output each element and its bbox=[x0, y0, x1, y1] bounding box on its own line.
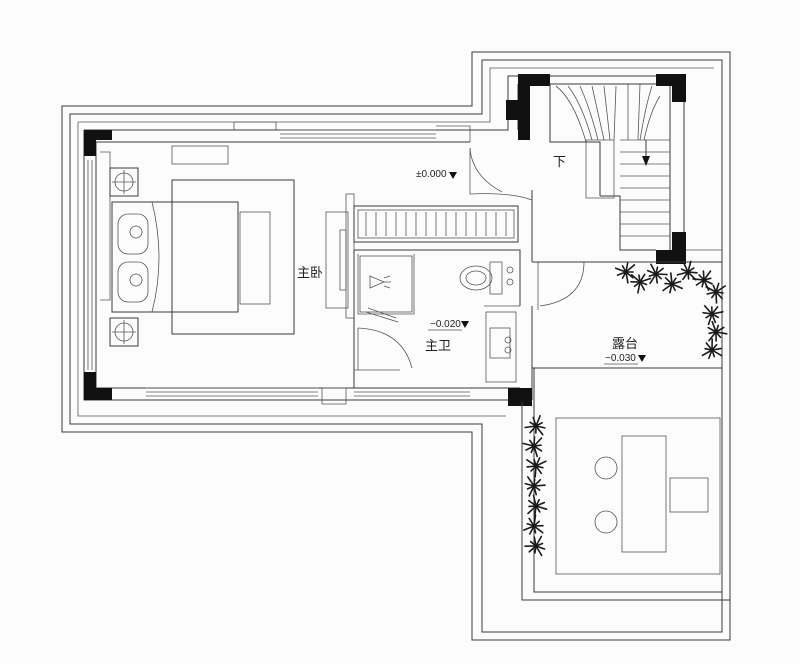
level-label-bath: −0.020 bbox=[430, 319, 461, 330]
stair-direction-label: 下 bbox=[553, 154, 566, 169]
outer-boundary bbox=[61, 51, 731, 641]
plant-icon bbox=[701, 338, 723, 360]
level-label-terrace: −0.030 bbox=[605, 353, 636, 364]
column-bottom-center bbox=[508, 388, 532, 406]
plant-icon bbox=[707, 320, 728, 342]
level-marker-bedroom bbox=[449, 172, 457, 179]
terrace-table-set bbox=[594, 435, 709, 553]
staircase bbox=[549, 83, 670, 251]
column-stair-top-right bbox=[656, 74, 686, 102]
plant-icon bbox=[524, 414, 546, 436]
column-stair-top-left bbox=[518, 74, 550, 140]
plant-icon bbox=[524, 476, 546, 497]
plant-icon bbox=[527, 494, 548, 516]
bed bbox=[111, 201, 239, 313]
plant-icon bbox=[646, 263, 668, 285]
plant-group bbox=[522, 260, 728, 557]
plant-icon bbox=[705, 282, 727, 304]
bedroom-furniture bbox=[109, 145, 355, 347]
wardrobe bbox=[353, 205, 519, 243]
room-label-master-bedroom: 主卧 bbox=[297, 265, 323, 280]
plant-icon bbox=[522, 436, 543, 458]
pillows bbox=[117, 213, 149, 303]
plant-icon bbox=[526, 456, 547, 478]
column-terrace bbox=[506, 100, 518, 120]
building-walls bbox=[83, 75, 685, 406]
column-bottom-left bbox=[84, 372, 112, 400]
column-stair-bottom-right bbox=[656, 232, 686, 264]
room-label-terrace: 露台 bbox=[612, 336, 638, 351]
level-label-bedroom: ±0.000 bbox=[416, 169, 447, 180]
level-marker-bath bbox=[461, 321, 469, 328]
vanity-sink bbox=[485, 311, 517, 383]
level-marker-terrace bbox=[638, 355, 646, 362]
column-top-left bbox=[84, 130, 112, 156]
structural-columns bbox=[84, 74, 686, 406]
nightstand-top bbox=[109, 167, 139, 197]
plant-icon bbox=[662, 272, 683, 294]
plant-icon bbox=[676, 260, 698, 281]
plant-icon bbox=[522, 514, 544, 535]
bathroom bbox=[353, 249, 521, 388]
doors bbox=[469, 147, 585, 310]
room-label-master-bath: 主卫 bbox=[425, 338, 451, 353]
toilet bbox=[459, 261, 514, 295]
shower-area bbox=[359, 255, 413, 313]
labels: 主卧 主卫 露台 下 ±0.000 −0.020 −0.030 bbox=[297, 154, 646, 365]
plant-icon bbox=[524, 535, 546, 557]
terrace bbox=[521, 249, 730, 601]
bed-bench bbox=[239, 211, 271, 305]
ceiling-panel bbox=[171, 145, 229, 165]
plant-icon bbox=[614, 262, 636, 284]
plant-icon bbox=[702, 304, 724, 326]
plant-icon bbox=[630, 273, 652, 294]
shower-head-icon bbox=[369, 275, 391, 289]
tv-cabinet bbox=[325, 211, 349, 309]
nightstand-bottom bbox=[109, 317, 139, 347]
bed-area-rug bbox=[171, 179, 295, 335]
